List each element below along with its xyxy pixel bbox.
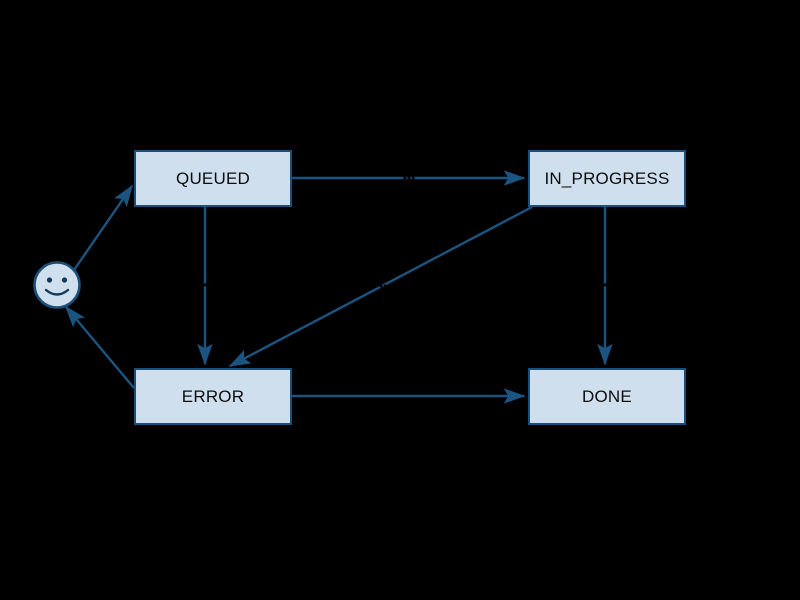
state-node-queued-label: QUEUED [176,168,250,188]
state-node-in-progress[interactable]: IN_PROGRESS [528,150,686,207]
state-node-error[interactable]: ERROR [134,368,292,425]
edge-label-queued-to-in-progress: ••• [402,171,416,185]
edge-start-to-queued [73,184,133,271]
state-node-error-label: ERROR [181,386,245,406]
state-node-done-label: DONE [582,386,632,406]
smiley-right-eye-icon [61,277,68,283]
state-node-queued[interactable]: QUEUED [134,150,292,207]
smiley-circle [33,261,81,309]
edge-label-queued-to-error: ••• [198,278,212,292]
edge-in-progress-to-error [228,205,533,368]
smiley-left-eye-icon [46,277,53,283]
edge-error-to-start [65,305,135,389]
edge-label-in-progress-to-done: ••• [598,278,612,292]
state-node-done[interactable]: DONE [528,368,686,425]
edge-label-in-progress-to-error: ••• [374,279,388,293]
smiley-start-node[interactable] [30,258,84,312]
smiley-mouth-icon [44,288,70,296]
state-node-in-progress-label: IN_PROGRESS [544,168,670,188]
